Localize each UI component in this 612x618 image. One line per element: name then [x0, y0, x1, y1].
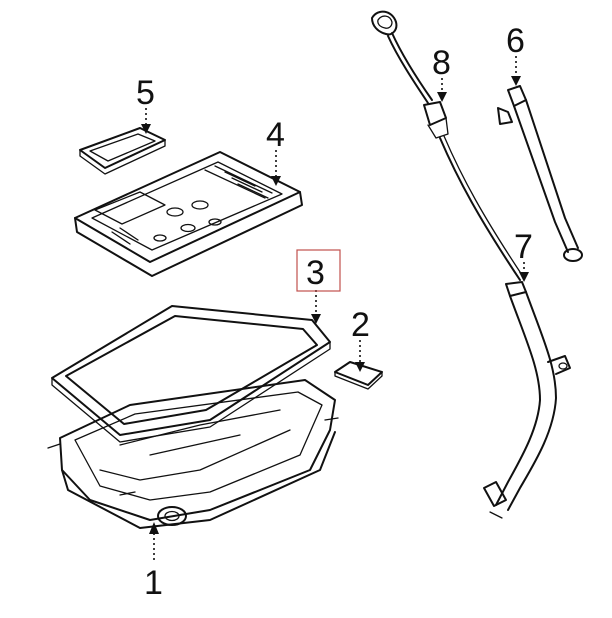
callout-8: 8 — [432, 44, 451, 82]
callout-2: 2 — [351, 306, 370, 344]
callout-6: 6 — [506, 22, 525, 60]
part-8-dipstick[interactable] — [371, 10, 525, 281]
callout-3: 3 — [306, 254, 325, 292]
part-1-oil-pan[interactable] — [47, 379, 339, 529]
highlight-box-3 — [296, 249, 341, 292]
leader-lines — [141, 56, 529, 560]
part-7-tube[interactable] — [483, 281, 571, 519]
callout-7: 7 — [514, 228, 533, 266]
part-3-pan-gasket[interactable] — [51, 305, 331, 443]
callout-5: 5 — [136, 74, 155, 112]
part-6-tube[interactable] — [497, 85, 583, 262]
part-2-plate[interactable] — [334, 361, 383, 390]
callout-1: 1 — [144, 564, 163, 602]
callout-4: 4 — [266, 116, 285, 154]
part-5-gasket[interactable] — [79, 127, 166, 175]
part-4-plate[interactable] — [74, 151, 303, 277]
